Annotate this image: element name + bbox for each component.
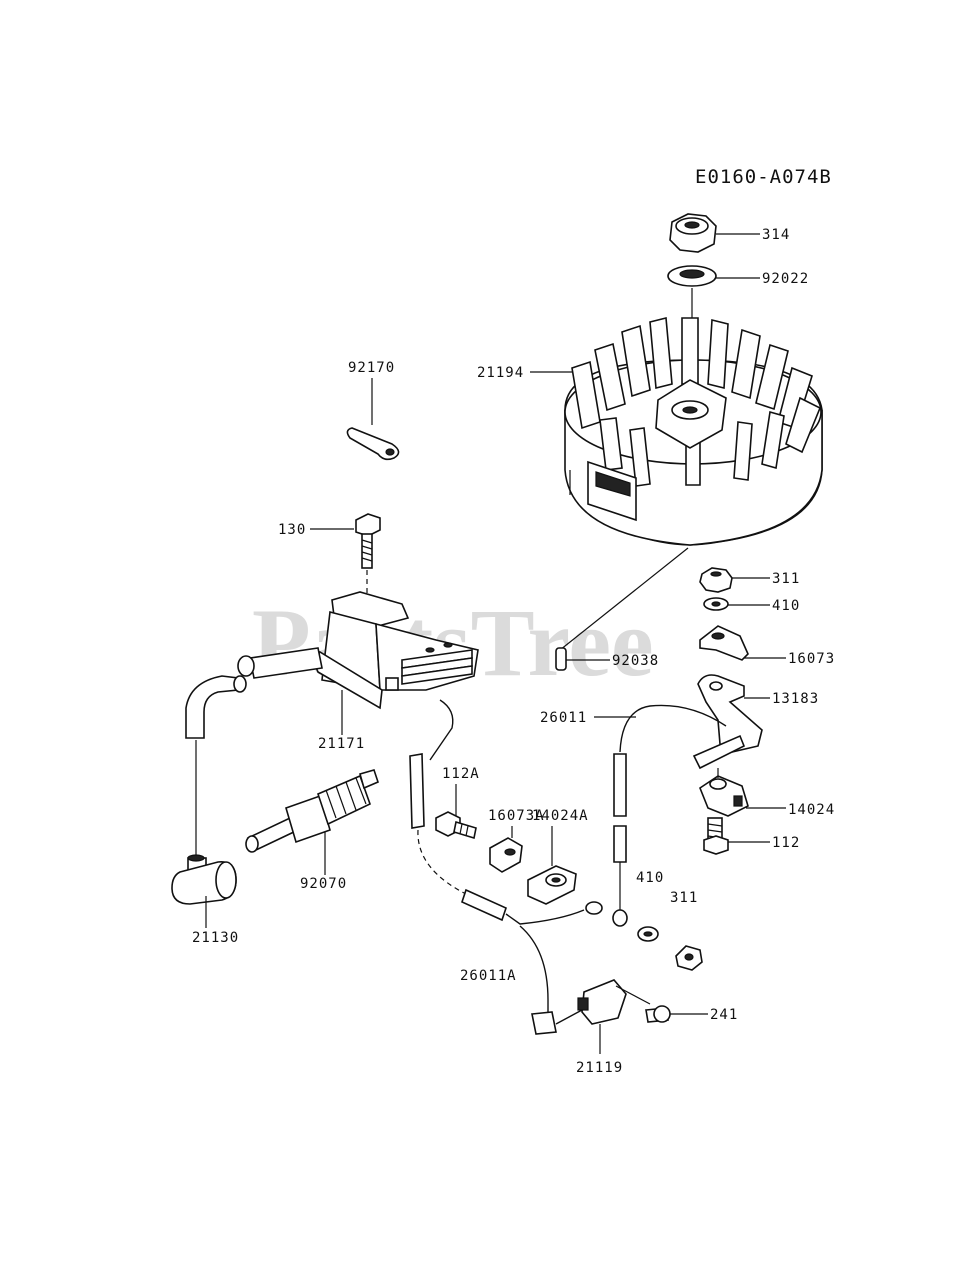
wire-26011A-terminal xyxy=(531,1011,557,1035)
part-holder-14024[interactable] xyxy=(692,734,749,817)
label-16073[interactable]: 16073 xyxy=(788,651,835,667)
part-holder-14024A[interactable] xyxy=(527,865,577,905)
wire-26011-sleeve-bot xyxy=(613,825,627,863)
label-21194[interactable]: 21194 xyxy=(477,365,524,381)
ht-lead-bend xyxy=(185,675,239,739)
label-92070[interactable]: 92070 xyxy=(300,876,347,892)
part-washer-92022[interactable] xyxy=(667,265,717,287)
label-92022[interactable]: 92022 xyxy=(762,271,809,287)
label-26011A[interactable]: 26011A xyxy=(460,968,517,984)
label-92038[interactable]: 92038 xyxy=(612,653,659,669)
label-130[interactable]: 130 xyxy=(278,522,306,538)
part-bolt-112[interactable] xyxy=(703,817,729,855)
label-14024A[interactable]: 14024A xyxy=(532,808,589,824)
part-bolt-130[interactable] xyxy=(355,513,381,569)
wire-26011-sleeve-top xyxy=(613,753,627,817)
label-112A[interactable]: 112A xyxy=(442,766,480,782)
wire-sleeve xyxy=(409,753,425,829)
part-spark-plug-92070[interactable] xyxy=(245,769,379,853)
part-ignition-coil-21171[interactable] xyxy=(314,591,479,710)
label-14024[interactable]: 14024 xyxy=(788,802,835,818)
part-bracket-16073[interactable] xyxy=(699,625,749,661)
label-21171[interactable]: 21171 xyxy=(318,736,365,752)
label-26011[interactable]: 26011 xyxy=(540,710,587,726)
label-314[interactable]: 314 xyxy=(762,227,790,243)
label-311[interactable]: 311 xyxy=(772,571,800,587)
diagram-code: E0160-A074B xyxy=(695,166,832,188)
part-key-92038[interactable] xyxy=(555,647,567,671)
part-flywheel-21194[interactable] xyxy=(564,316,823,546)
part-bracket-16073A[interactable] xyxy=(489,837,523,873)
part-clip-92170[interactable] xyxy=(346,427,400,461)
label-92170[interactable]: 92170 xyxy=(348,360,395,376)
part-washer-410[interactable] xyxy=(703,597,729,611)
label-112[interactable]: 112 xyxy=(772,835,800,851)
label-410-lower[interactable]: 410 xyxy=(636,870,664,886)
label-16073A[interactable]: 16073A xyxy=(488,808,545,824)
label-21130[interactable]: 21130 xyxy=(192,930,239,946)
part-bolt-112A[interactable] xyxy=(435,811,477,840)
part-nut-311-lower[interactable] xyxy=(675,945,703,971)
part-stop-switch-21119[interactable] xyxy=(577,979,627,1025)
label-21119[interactable]: 21119 xyxy=(576,1060,623,1076)
part-nut-311[interactable] xyxy=(699,567,733,593)
label-410[interactable]: 410 xyxy=(772,598,800,614)
part-nut-314[interactable] xyxy=(669,213,717,253)
label-311-lower[interactable]: 311 xyxy=(670,890,698,906)
label-241[interactable]: 241 xyxy=(710,1007,738,1023)
part-screw-241[interactable] xyxy=(645,1005,671,1023)
label-13183[interactable]: 13183 xyxy=(772,691,819,707)
part-washer-410-lower[interactable] xyxy=(637,926,659,942)
part-plug-cap-21130[interactable] xyxy=(171,854,237,905)
